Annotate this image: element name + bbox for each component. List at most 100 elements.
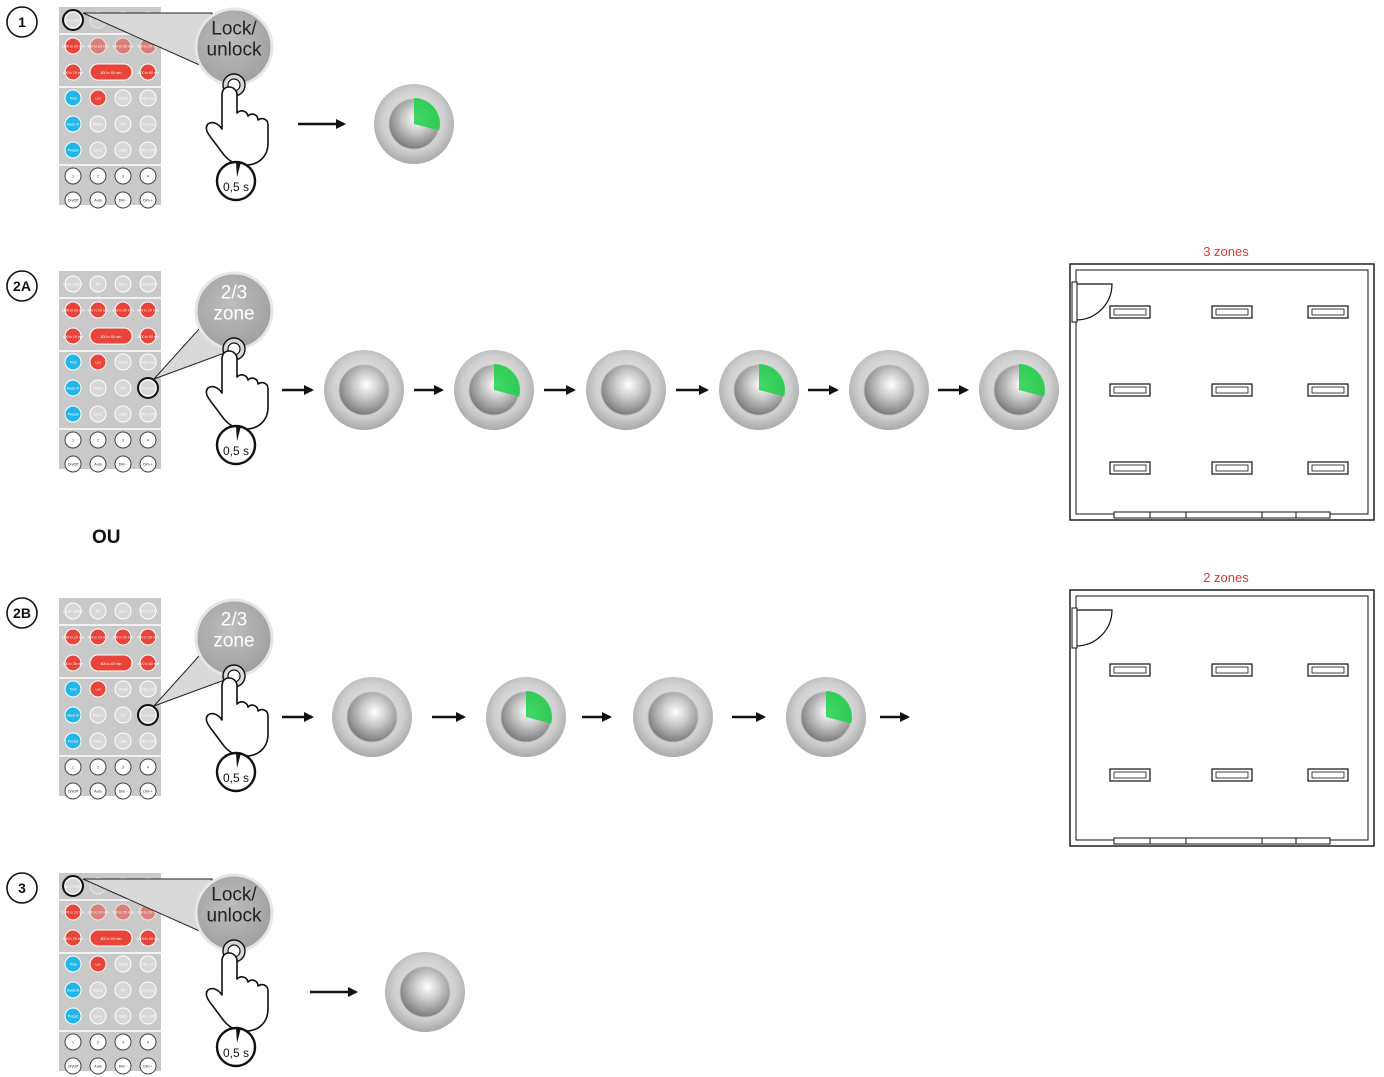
remote-button[interactable] — [89, 903, 107, 921]
remote-button[interactable] — [89, 141, 107, 159]
remote-button[interactable] — [139, 706, 157, 724]
remote-button[interactable] — [139, 929, 157, 947]
remote-button[interactable] — [139, 628, 157, 646]
remote-button[interactable] — [64, 89, 82, 107]
remote-button[interactable] — [64, 758, 82, 776]
remote-button[interactable] — [89, 782, 107, 800]
remote-button[interactable] — [114, 680, 132, 698]
remote-button[interactable] — [139, 301, 157, 319]
remote-button[interactable] — [139, 1057, 157, 1075]
remote-button[interactable] — [64, 191, 82, 209]
remote-button[interactable] — [114, 955, 132, 973]
remote-button[interactable] — [89, 680, 107, 698]
remote-button[interactable] — [89, 602, 107, 620]
remote-button[interactable] — [89, 455, 107, 473]
remote-button[interactable] — [114, 405, 132, 423]
remote-button[interactable] — [139, 758, 157, 776]
remote-button[interactable] — [89, 654, 133, 672]
remote-button[interactable] — [89, 89, 107, 107]
remote-button[interactable] — [64, 782, 82, 800]
remote-button[interactable] — [64, 732, 82, 750]
remote-button[interactable] — [89, 327, 133, 345]
remote-button[interactable] — [64, 929, 82, 947]
remote-button[interactable] — [114, 981, 132, 999]
remote-button[interactable] — [89, 1007, 107, 1025]
remote-button[interactable] — [64, 167, 82, 185]
remote-button[interactable] — [139, 63, 157, 81]
remote-button[interactable] — [139, 431, 157, 449]
remote-button[interactable] — [64, 63, 82, 81]
remote-button[interactable] — [89, 758, 107, 776]
remote-button[interactable] — [114, 191, 132, 209]
remote-button[interactable] — [139, 275, 157, 293]
remote-button[interactable] — [114, 1007, 132, 1025]
remote-button[interactable] — [64, 431, 82, 449]
remote-button[interactable] — [89, 431, 107, 449]
remote-button[interactable] — [139, 405, 157, 423]
remote-button[interactable] — [64, 628, 82, 646]
remote-button[interactable] — [64, 405, 82, 423]
remote-button[interactable] — [89, 115, 107, 133]
remote-button[interactable] — [64, 115, 82, 133]
remote-button[interactable] — [64, 1007, 82, 1025]
remote-button[interactable] — [89, 379, 107, 397]
remote-button[interactable] — [89, 981, 107, 999]
remote-button[interactable] — [114, 782, 132, 800]
remote-button[interactable] — [114, 431, 132, 449]
remote-button[interactable] — [114, 379, 132, 397]
remote-button[interactable] — [114, 167, 132, 185]
remote-button[interactable] — [139, 455, 157, 473]
remote-button[interactable] — [114, 301, 132, 319]
remote-button[interactable] — [139, 732, 157, 750]
remote-button[interactable] — [114, 353, 132, 371]
remote-button[interactable] — [89, 63, 133, 81]
remote-button[interactable] — [89, 929, 133, 947]
remote-button[interactable] — [64, 903, 82, 921]
remote-button[interactable] — [64, 1057, 82, 1075]
remote-button[interactable] — [64, 455, 82, 473]
remote-button[interactable] — [114, 628, 132, 646]
remote-button[interactable] — [64, 141, 82, 159]
remote-button[interactable] — [139, 379, 157, 397]
remote-button[interactable] — [114, 141, 132, 159]
remote-button[interactable] — [89, 955, 107, 973]
remote-button[interactable] — [64, 680, 82, 698]
remote-button[interactable] — [89, 1033, 107, 1051]
remote-button[interactable] — [64, 877, 82, 895]
remote-button[interactable] — [64, 11, 82, 29]
remote-button[interactable] — [64, 654, 82, 672]
remote-button[interactable] — [139, 602, 157, 620]
remote-button[interactable] — [139, 141, 157, 159]
remote-button[interactable] — [89, 191, 107, 209]
remote-button[interactable] — [64, 301, 82, 319]
remote-button[interactable] — [64, 706, 82, 724]
remote-button[interactable] — [114, 903, 132, 921]
remote-button[interactable] — [89, 37, 107, 55]
remote-button[interactable] — [139, 981, 157, 999]
remote-button[interactable] — [114, 758, 132, 776]
remote-button[interactable] — [114, 275, 132, 293]
remote-button[interactable] — [64, 602, 82, 620]
remote-button[interactable] — [114, 89, 132, 107]
remote-button[interactable] — [64, 327, 82, 345]
remote-button[interactable] — [114, 1057, 132, 1075]
remote-button[interactable] — [114, 455, 132, 473]
remote-button[interactable] — [114, 37, 132, 55]
remote-button[interactable] — [139, 654, 157, 672]
remote-button[interactable] — [139, 1033, 157, 1051]
remote-button[interactable] — [114, 1033, 132, 1051]
remote-button[interactable] — [64, 353, 82, 371]
remote-button[interactable] — [89, 628, 107, 646]
remote-button[interactable] — [139, 167, 157, 185]
remote-button[interactable] — [139, 680, 157, 698]
remote-button[interactable] — [114, 732, 132, 750]
remote-button[interactable] — [139, 191, 157, 209]
remote-button[interactable] — [89, 706, 107, 724]
remote-button[interactable] — [139, 353, 157, 371]
remote-button[interactable] — [139, 115, 157, 133]
remote-button[interactable] — [139, 327, 157, 345]
remote-button[interactable] — [89, 732, 107, 750]
remote-button[interactable] — [64, 1033, 82, 1051]
remote-button[interactable] — [89, 301, 107, 319]
remote-button[interactable] — [139, 782, 157, 800]
